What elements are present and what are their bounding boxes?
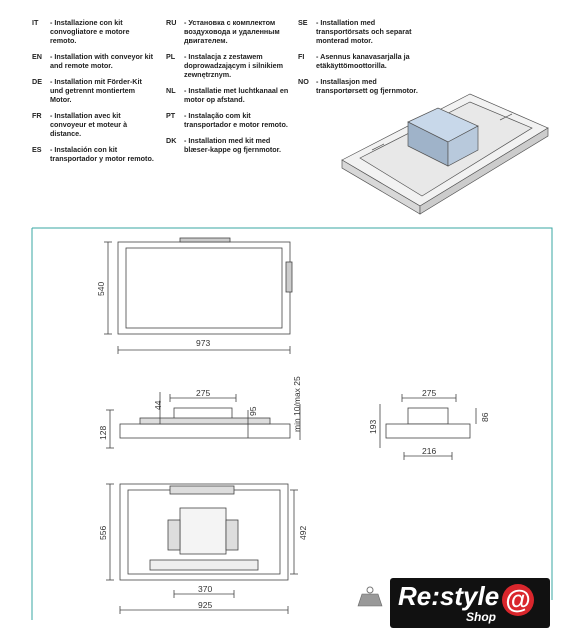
logo-at-icon: @: [502, 584, 534, 616]
dim-side-44: 44: [153, 400, 163, 410]
dim-top-height: 540: [96, 282, 106, 296]
dim-bottom-370: 370: [198, 584, 212, 594]
drawing-frame: [32, 227, 553, 600]
dim-end-86: 86: [480, 412, 490, 422]
logo-subtext: Shop: [466, 610, 496, 624]
dim-end-275: 275: [422, 388, 436, 398]
bottom-view: [106, 483, 298, 614]
dim-side-275: 275: [196, 388, 210, 398]
weight-icon: [357, 586, 383, 607]
end-view: [379, 394, 477, 460]
dim-top-width: 973: [196, 338, 210, 348]
dim-side-128: 128: [98, 426, 108, 440]
language-column-1: IT- Installazione con kit convogliatore …: [32, 18, 156, 170]
lang-item-ru: RU- Установка с комплектом воздуховода и…: [166, 18, 280, 45]
dim-bottom-925: 925: [198, 600, 212, 610]
lang-item-pl: PL- Instalacja z zestawem doprowadzający…: [166, 52, 284, 79]
lang-item-it: IT- Installazione con kit convogliatore …: [32, 18, 130, 45]
dim-bottom-492: 492: [298, 526, 308, 540]
lang-item-fi: FI- Asennus kanavasarjalla ja etäkäyttöm…: [298, 52, 410, 70]
dim-end-193: 193: [368, 420, 378, 434]
top-view: [104, 237, 293, 354]
dim-side-range: min 10/max 25: [292, 376, 302, 432]
lang-item-no: NO- Installasjon med transportørsett og …: [298, 77, 418, 95]
lang-item-se: SE- Installation med transportörsats och…: [298, 18, 412, 45]
lang-item-en: EN- Installation with conveyor kit and r…: [32, 52, 154, 70]
lang-item-pt: PT- Instalação com kit transportador e m…: [166, 111, 288, 129]
dim-side-95: 95: [248, 406, 258, 416]
dim-bottom-556: 556: [98, 526, 108, 540]
isometric-illustration: [341, 93, 549, 215]
language-column-2: RU- Установка с комплектом воздуховода и…: [166, 18, 292, 161]
lang-item-fr: FR- Installation avec kit convoyeur et m…: [32, 111, 128, 138]
side-view: [106, 392, 301, 449]
lang-item-dk: DK- Installation med kit med blæser-kapp…: [166, 136, 282, 154]
lang-item-nl: NL- Installatie met luchtkanaal en motor…: [166, 86, 289, 104]
logo-text: Re:style: [398, 581, 500, 611]
lang-item-de: DE- Installation mit Förder-Kit und getr…: [32, 77, 142, 104]
dim-end-216: 216: [422, 446, 436, 456]
language-column-3: SE- Installation med transportörsats och…: [298, 18, 424, 102]
lang-item-es: ES- Instalación con kit transportador y …: [32, 145, 154, 163]
restyle-shop-logo: Re:style Shop @: [390, 578, 550, 628]
